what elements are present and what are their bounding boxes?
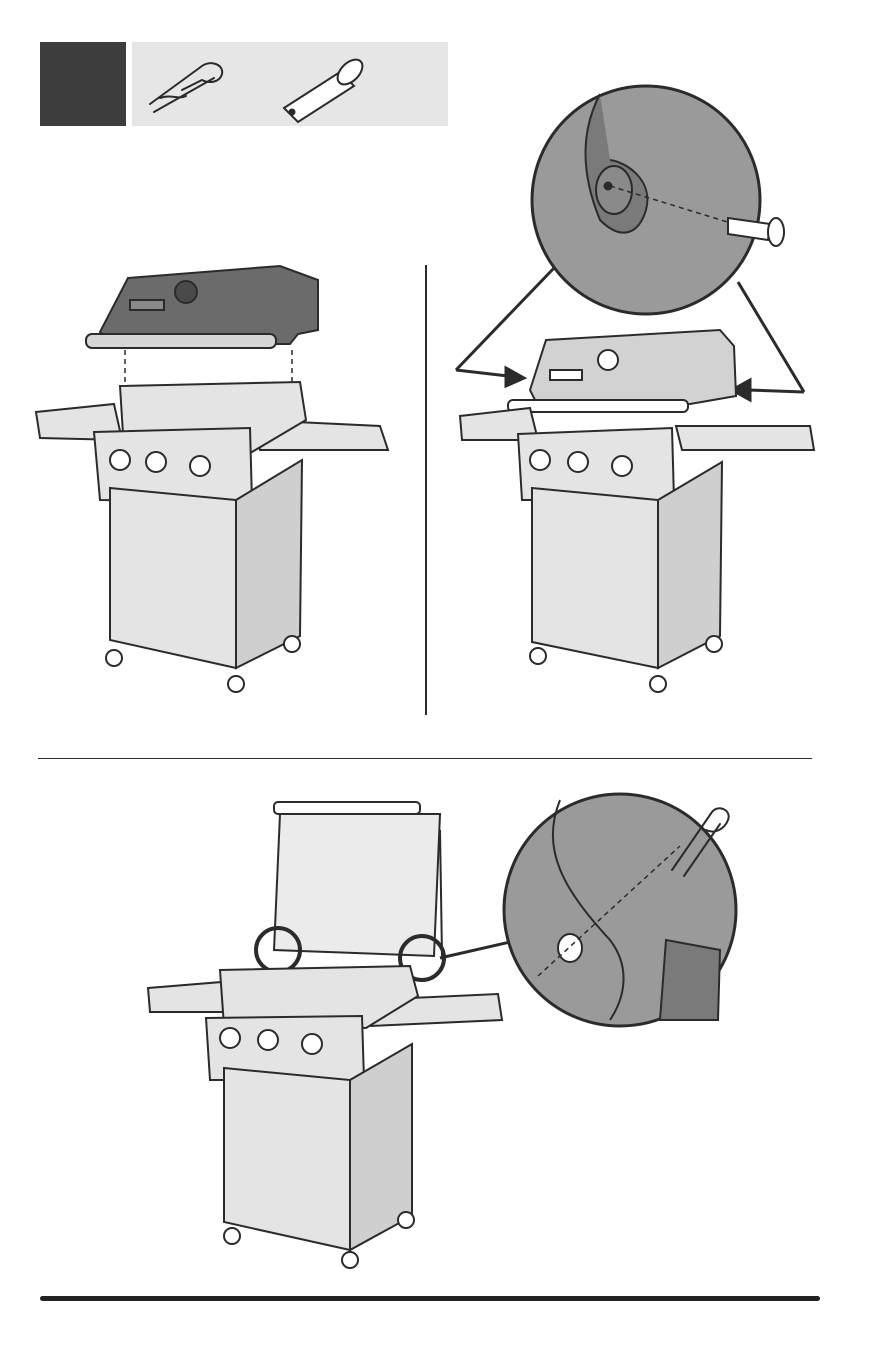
grill-cart <box>36 382 388 692</box>
parts-drawing <box>132 42 448 126</box>
cotter-pins-panel <box>140 790 750 1280</box>
hairpin-cotter-pin-icon <box>150 63 222 112</box>
grill-lid <box>86 266 318 348</box>
lid-lowering-panel <box>30 260 410 710</box>
pins-inserted-panel <box>450 90 830 710</box>
parts-strip <box>132 42 448 126</box>
panel-divider-vertical <box>425 265 427 715</box>
hairpin-detail-callout <box>440 794 736 1026</box>
clevis-pin-icon <box>284 55 367 122</box>
step-number-box <box>40 42 126 126</box>
grill-open-lid <box>148 802 502 1268</box>
footer-rule <box>40 1296 820 1301</box>
panel-divider-horizontal <box>38 758 812 759</box>
